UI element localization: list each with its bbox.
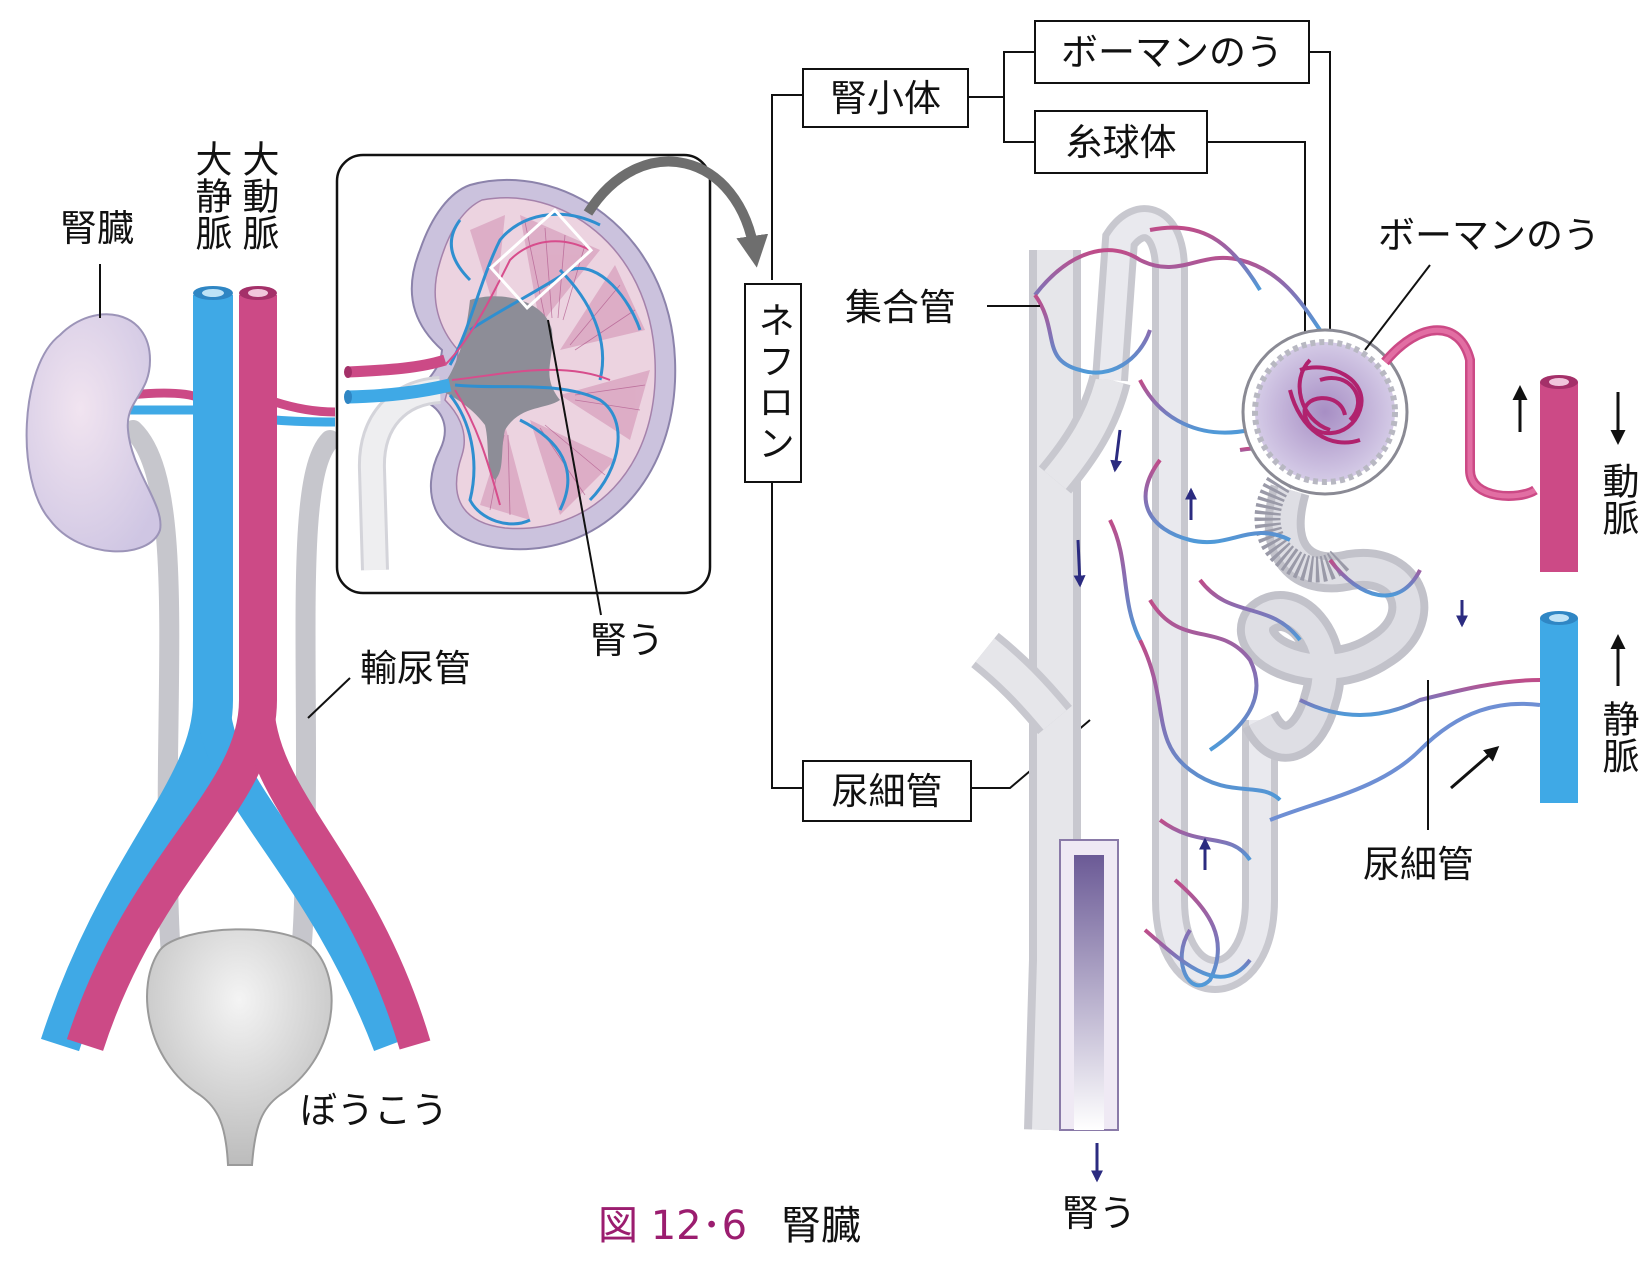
renal-pelvis-label: 腎う xyxy=(590,619,664,662)
artery-label: 動脈 xyxy=(1596,462,1639,536)
nephron-box: ネフロン xyxy=(744,283,802,483)
aorta-label: 大動脈 xyxy=(236,140,279,251)
figure-title: 腎臓 xyxy=(781,1203,862,1249)
figure-number: 図 12･6 xyxy=(598,1203,748,1249)
renal-pelvis-bottom-label: 腎う xyxy=(1062,1192,1136,1235)
bowman-capsule-box: ボーマンのう xyxy=(1034,20,1310,84)
renal-tubule-box: 尿細管 xyxy=(802,760,972,822)
collecting-duct-label: 集合管 xyxy=(845,286,956,329)
tree-connectors xyxy=(771,51,1331,789)
bowman-capsule-label: ボーマンのう xyxy=(1378,214,1600,257)
glomerulus-box: 糸球体 xyxy=(1034,110,1208,174)
kidney-label: 腎臓 xyxy=(60,207,134,250)
vena-cava-label: 大静脈 xyxy=(189,140,232,251)
renal-tubule-label: 尿細管 xyxy=(1363,843,1474,886)
vein-label: 静脈 xyxy=(1596,700,1639,774)
urinary-system xyxy=(25,264,431,1166)
nephron-detail xyxy=(971,205,1626,1183)
figure-caption: 図 12･6 腎臓 xyxy=(598,1206,861,1246)
renal-corpuscle-box: 腎小体 xyxy=(802,68,969,128)
bladder-label: ぼうこう xyxy=(300,1089,448,1132)
kidney-cross-section xyxy=(335,153,769,616)
ureter-label: 輸尿管 xyxy=(360,647,471,690)
